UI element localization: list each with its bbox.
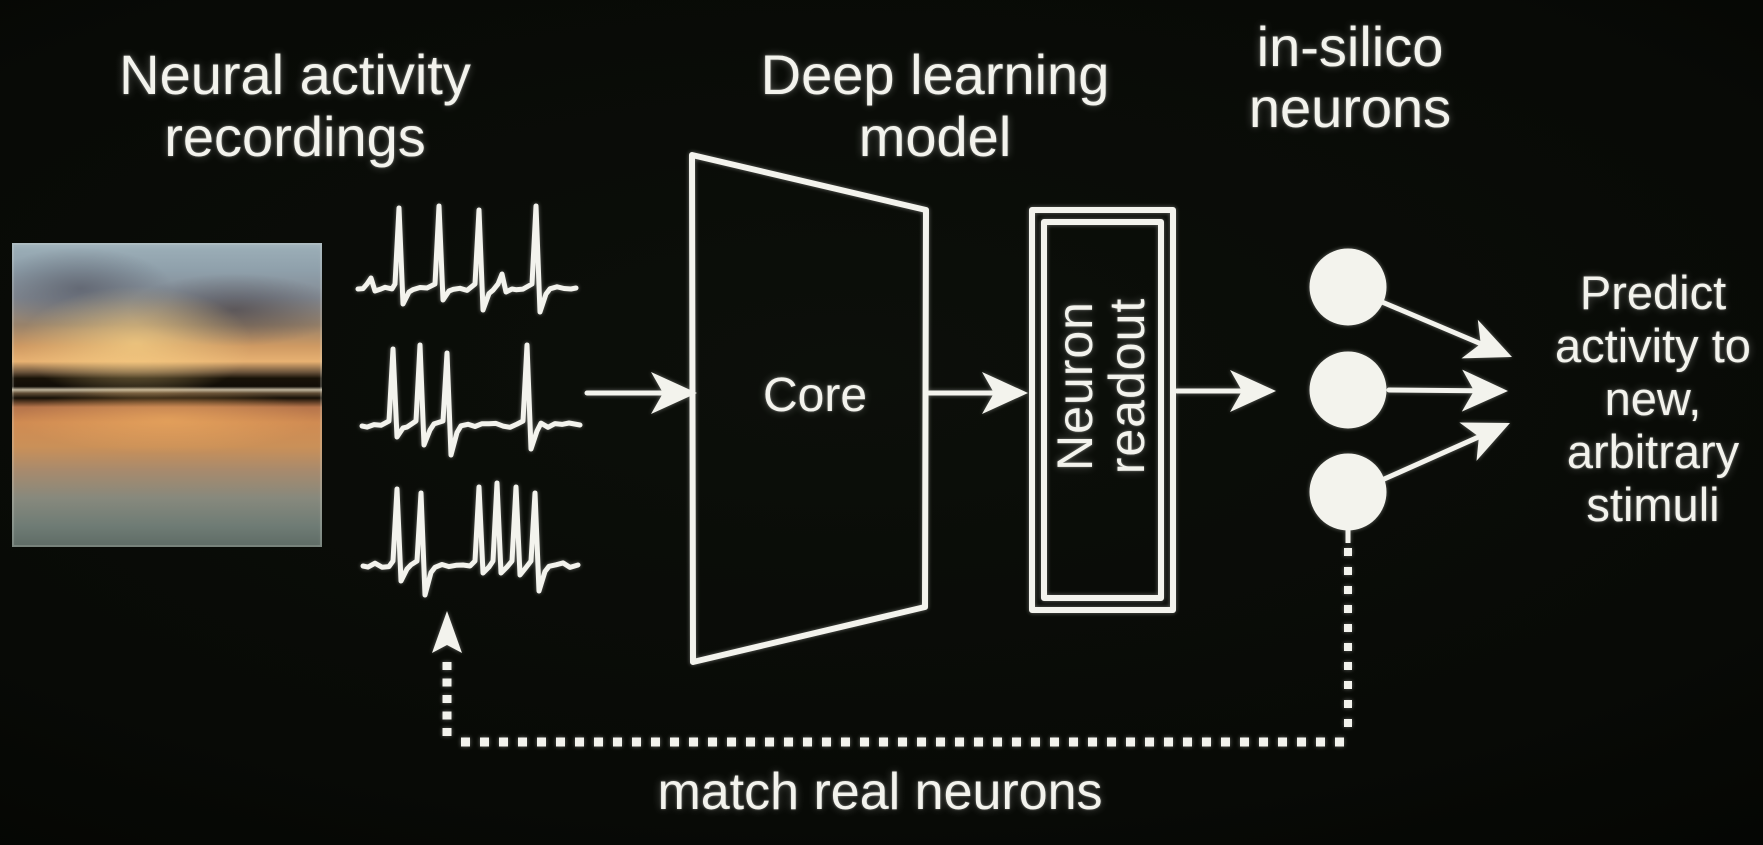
readout-to-neurons-arrow-head	[1230, 370, 1276, 412]
readout-to-neurons-arrow	[1174, 370, 1276, 412]
neuron-circle-1	[1309, 248, 1387, 326]
core-trapezoid	[689, 152, 929, 665]
neuron2-prediction-arrow-shaft	[1386, 387, 1477, 394]
spike-train-3	[360, 480, 581, 598]
heading-deep-learning-model: Deep learning model	[760, 43, 1110, 168]
neuron3-prediction-arrow-shaft	[1379, 434, 1482, 483]
match-arrow-up-head	[432, 611, 462, 653]
readout-box-inner-line	[1041, 219, 1164, 601]
core-label: Core	[762, 369, 868, 422]
neuron3-prediction-arrow	[1379, 422, 1510, 483]
stimulus-sunset-image	[12, 243, 322, 547]
neuron3-prediction-arrow-head	[1459, 422, 1510, 461]
neuron1-prediction-arrow-shaft	[1379, 299, 1484, 347]
flow-arrows	[584, 299, 1512, 483]
core-to-readout-arrow-head	[982, 372, 1028, 414]
heading-insilico-neurons: in-silico neurons	[1248, 15, 1452, 139]
in-silico-neuron-circles	[1309, 248, 1387, 531]
readout-label: Neuron readout	[1047, 297, 1155, 475]
stimulus-to-core-arrow	[584, 372, 697, 414]
neuron2-prediction-arrow	[1386, 369, 1508, 412]
spike-train-1	[355, 203, 579, 315]
feedback-dotted-path	[432, 526, 1352, 747]
prediction-text: Predict activity to new, arbitrary stimu…	[1555, 266, 1751, 531]
readout-box	[1029, 207, 1176, 613]
heading-neural-recordings: Neural activity recordings	[119, 43, 471, 168]
core-to-readout-arrow	[926, 372, 1028, 414]
neuron-circle-3	[1309, 453, 1387, 531]
stimulus-to-core-arrow-head	[651, 372, 697, 414]
spike-train-2	[359, 342, 583, 458]
neuron1-prediction-arrow	[1379, 299, 1512, 359]
neuron-circle-2	[1309, 351, 1387, 429]
neuron2-prediction-arrow-head	[1461, 369, 1508, 412]
spike-trains	[355, 203, 583, 598]
neuron1-prediction-arrow-head	[1461, 319, 1512, 359]
match-real-neurons-label: match real neurons	[657, 763, 1103, 821]
